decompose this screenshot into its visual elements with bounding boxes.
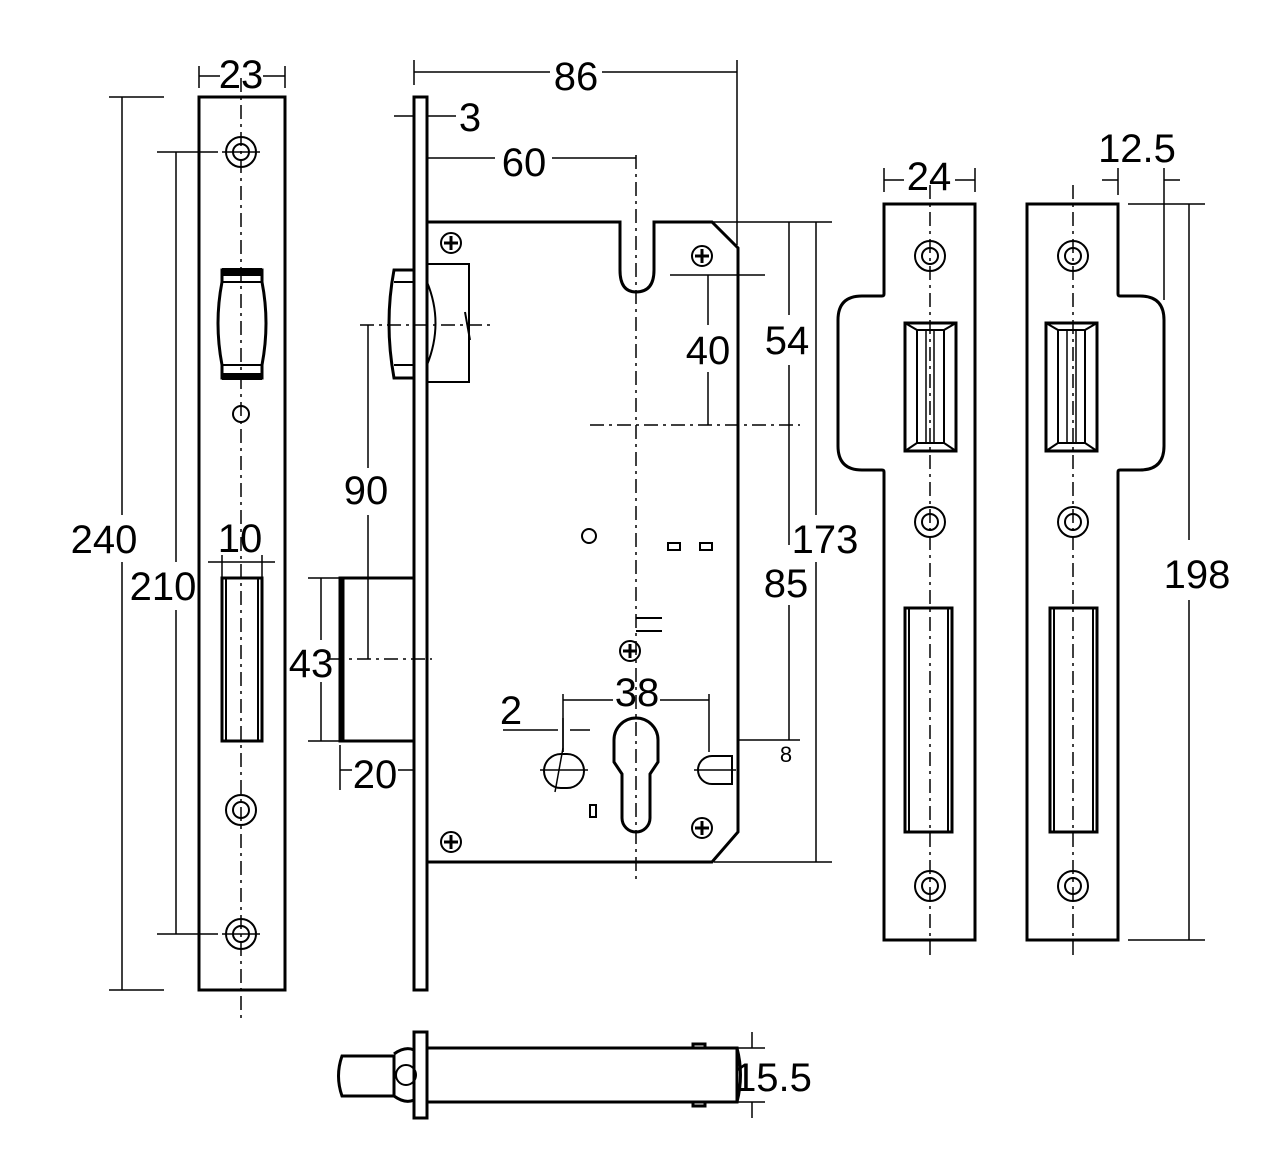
cylinder-cutout xyxy=(612,716,660,834)
dimension-bolt-thickness: 15.5 xyxy=(705,1032,812,1118)
case-screw-bottom-left xyxy=(440,831,462,853)
dimension-hole-gap: 2 xyxy=(500,689,590,752)
lock-top-view: 15.5 xyxy=(337,1030,812,1120)
strike-1-bolt-opening xyxy=(903,606,954,834)
svg-text:90: 90 xyxy=(344,469,389,513)
strike-1-screw-top xyxy=(914,240,946,272)
dimension-strike-width: 24 xyxy=(883,155,976,199)
svg-text:198: 198 xyxy=(1164,553,1231,597)
dimension-bolt-height: 43 xyxy=(289,577,340,742)
deadbolt-face xyxy=(220,576,264,743)
dimension-backset: 60 xyxy=(427,141,636,185)
case-screw-bottom-right xyxy=(691,817,713,839)
svg-text:210: 210 xyxy=(130,565,197,609)
dimension-cylinder-distance: 85 xyxy=(738,562,809,741)
svg-text:23: 23 xyxy=(219,53,264,97)
strike-plate-2: 12.5 198 xyxy=(1025,127,1231,955)
svg-text:85: 85 xyxy=(764,562,809,606)
screw-hole-top xyxy=(222,136,260,168)
svg-text:24: 24 xyxy=(907,155,952,199)
svg-text:40: 40 xyxy=(686,329,731,373)
case-screw-middle xyxy=(619,640,641,662)
dimension-strike-lip: 12.5 xyxy=(1098,127,1180,300)
svg-text:8: 8 xyxy=(780,742,792,767)
dimension-latch-width: 10 xyxy=(208,517,275,578)
svg-text:2: 2 xyxy=(500,689,522,733)
svg-text:12.5: 12.5 xyxy=(1098,127,1176,171)
dimension-faceplate-thickness: 3 xyxy=(394,96,481,140)
dimension-faceplate-width: 23 xyxy=(198,53,286,97)
dimension-strike-height: 198 xyxy=(1128,203,1231,941)
svg-text:240: 240 xyxy=(71,518,138,562)
svg-text:86: 86 xyxy=(554,55,599,99)
case-screw-top-right xyxy=(691,245,713,267)
latch-bolt-side xyxy=(387,263,471,383)
svg-text:15.5: 15.5 xyxy=(734,1056,812,1100)
dimension-case-height: 173 xyxy=(714,222,859,863)
spindle-hole-right xyxy=(694,755,736,785)
small-hole xyxy=(232,405,250,423)
strike-2-screw-bottom xyxy=(1057,870,1089,902)
strike-2-bolt-opening xyxy=(1048,606,1099,834)
svg-text:3: 3 xyxy=(459,96,481,140)
strike-plate-1: 24 xyxy=(836,155,977,955)
screw-hole-bottom xyxy=(222,918,260,950)
strike-1-screw-bottom xyxy=(914,870,946,902)
svg-text:38: 38 xyxy=(615,671,660,715)
strike-2-screw-top xyxy=(1057,240,1089,272)
svg-text:60: 60 xyxy=(502,141,547,185)
svg-text:43: 43 xyxy=(289,642,334,686)
latch-bolt-face xyxy=(216,268,268,380)
dimension-follower-center: 40 xyxy=(670,274,765,425)
svg-text:173: 173 xyxy=(792,518,859,562)
svg-text:54: 54 xyxy=(765,319,810,363)
strike-2-latch-opening xyxy=(1044,321,1099,453)
dimension-screw-spacing: 210 xyxy=(130,151,218,935)
lock-body-side-view: 86 3 60 40 54 xyxy=(289,55,859,992)
dimension-cylinder-width: 38 xyxy=(562,671,710,752)
svg-text:10: 10 xyxy=(218,517,263,561)
spindle-hole-left xyxy=(540,747,588,793)
screw-hole-middle xyxy=(225,794,257,826)
dimension-follower-offset: 54 xyxy=(712,221,832,545)
dimension-bolt-throw: 20 xyxy=(339,745,414,797)
dimension-faceplate-height: 240 xyxy=(71,96,164,991)
dimension-follower-height: 90 xyxy=(344,325,389,659)
dimension-cylinder-hole: 8 xyxy=(780,742,792,767)
strike-2-screw-middle xyxy=(1057,506,1089,538)
dimension-case-depth: 86 xyxy=(413,55,738,245)
svg-text:20: 20 xyxy=(353,753,398,797)
strike-1-latch-opening xyxy=(903,321,958,453)
faceplate-front-view: 23 240 210 10 xyxy=(71,53,287,1020)
case-screw-top-left xyxy=(440,232,462,254)
strike-1-screw-middle xyxy=(914,506,946,538)
